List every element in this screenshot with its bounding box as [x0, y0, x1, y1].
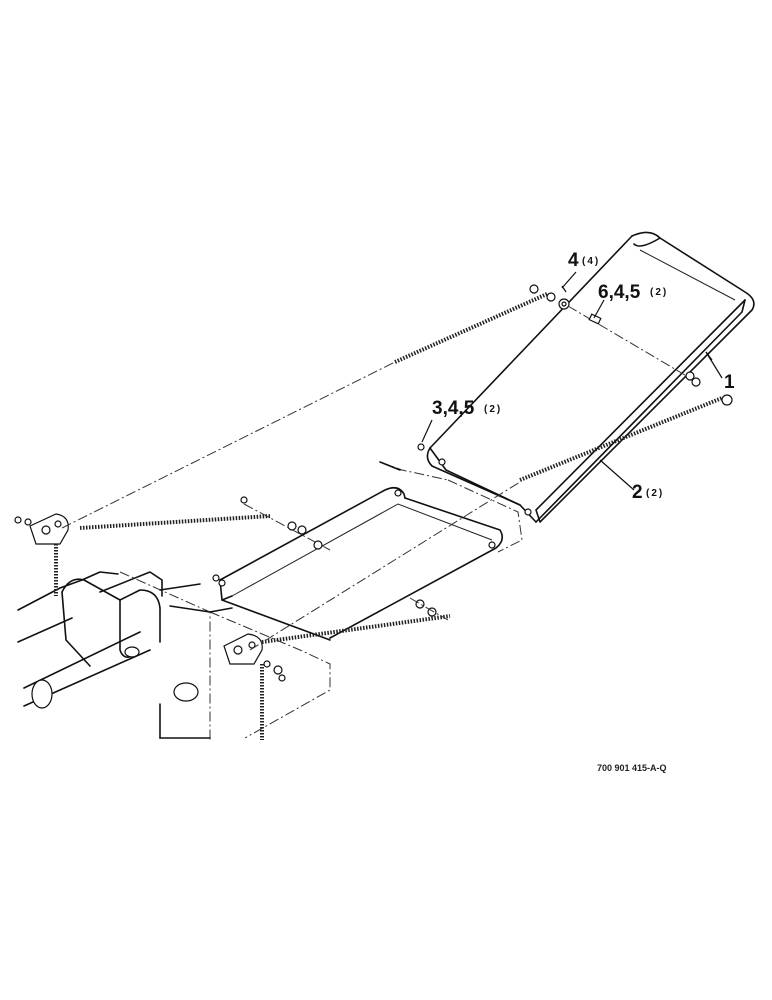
callout-4: 4 (4): [568, 250, 600, 271]
svg-text:(2): (2): [646, 488, 664, 499]
svg-text:(2): (2): [650, 287, 668, 298]
svg-text:4: 4: [568, 250, 579, 271]
bracket-right: [223, 633, 264, 740]
deck-plate: [218, 461, 523, 641]
tube-assembly: [17, 571, 211, 709]
chute: [426, 231, 755, 523]
drawing-code: 700 901 415-A-Q: [597, 763, 667, 773]
leader-lines: [421, 271, 723, 491]
svg-text:(4): (4): [582, 256, 600, 267]
svg-text:2: 2: [632, 482, 643, 503]
callout-6-4-5: 6,4,5 (2): [598, 282, 668, 303]
svg-text:1: 1: [724, 372, 735, 393]
frame-box: [119, 571, 331, 740]
callout-2: 2 (2): [632, 482, 664, 503]
bracket-left: [29, 513, 69, 596]
svg-text:6,4,5: 6,4,5: [598, 282, 641, 303]
callout-1: 1: [724, 372, 735, 393]
tie-rods: [61, 292, 723, 651]
callout-3-4-5: 3,4,5 (2): [432, 398, 502, 419]
hardware: [14, 284, 733, 682]
svg-text:3,4,5: 3,4,5: [432, 398, 475, 419]
svg-text:(2): (2): [484, 404, 502, 415]
